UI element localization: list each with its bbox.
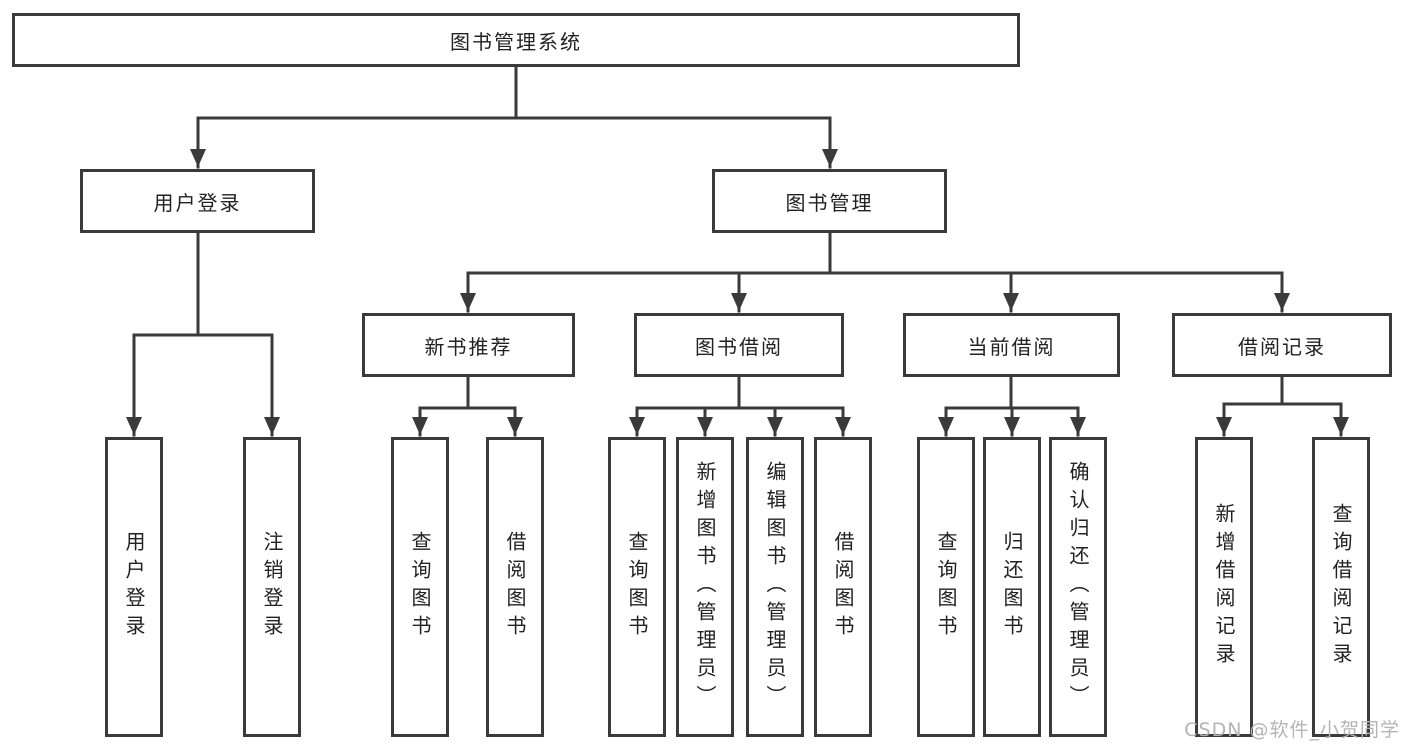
leaf-add-borrow-record-label: 新增借阅记录 bbox=[1212, 503, 1236, 671]
node-root-label: 图书管理系统 bbox=[450, 29, 582, 54]
leaf-borrow-books-recommend: 借阅图书 bbox=[486, 437, 544, 737]
csdn-watermark: CSDN @软件_小贺同学 bbox=[1184, 719, 1400, 741]
node-user-login: 用户登录 bbox=[80, 169, 315, 233]
node-borrowing-records-label: 借阅记录 bbox=[1238, 334, 1326, 359]
leaf-query-books-recommend-label: 查询图书 bbox=[408, 531, 432, 643]
node-new-book-recommendation-label: 新书推荐 bbox=[424, 334, 513, 359]
leaf-confirm-return-admin: 确认归还（管理员） bbox=[1049, 437, 1107, 737]
node-current-borrowing: 当前借阅 bbox=[903, 313, 1120, 377]
leaf-borrow-books-borrowing: 借阅图书 bbox=[814, 437, 872, 737]
leaf-add-borrow-record: 新增借阅记录 bbox=[1195, 437, 1253, 737]
leaf-query-borrow-record-label: 查询借阅记录 bbox=[1329, 503, 1353, 671]
node-book-management: 图书管理 bbox=[712, 169, 947, 233]
leaf-return-book: 归还图书 bbox=[983, 437, 1041, 737]
leaf-return-book-label: 归还图书 bbox=[1000, 531, 1024, 643]
node-user-login-label: 用户登录 bbox=[153, 190, 242, 215]
leaf-borrow-books-borrowing-label: 借阅图书 bbox=[831, 531, 855, 643]
leaf-edit-book-admin-label: 编辑图书（管理员） bbox=[763, 461, 787, 713]
leaf-query-books-recommend: 查询图书 bbox=[391, 437, 449, 737]
node-borrowing-records: 借阅记录 bbox=[1172, 313, 1392, 377]
leaf-query-books-current-label: 查询图书 bbox=[934, 531, 958, 643]
node-root: 图书管理系统 bbox=[12, 13, 1020, 67]
node-book-management-label: 图书管理 bbox=[785, 190, 874, 215]
leaf-add-book-admin: 新增图书（管理员） bbox=[676, 437, 734, 737]
leaf-query-books-borrowing-label: 查询图书 bbox=[625, 531, 649, 643]
leaf-user-login-label: 用户登录 bbox=[122, 531, 146, 643]
leaf-borrow-books-recommend-label: 借阅图书 bbox=[503, 531, 527, 643]
leaf-logout: 注销登录 bbox=[243, 437, 301, 737]
leaf-user-login: 用户登录 bbox=[105, 437, 163, 737]
leaf-confirm-return-admin-label: 确认归还（管理员） bbox=[1066, 461, 1090, 713]
leaf-query-borrow-record: 查询借阅记录 bbox=[1312, 437, 1370, 737]
node-book-borrowing-label: 图书借阅 bbox=[695, 334, 783, 359]
leaf-query-books-borrowing: 查询图书 bbox=[608, 437, 666, 737]
node-new-book-recommendation: 新书推荐 bbox=[362, 313, 575, 377]
node-current-borrowing-label: 当前借阅 bbox=[967, 334, 1056, 359]
leaf-logout-label: 注销登录 bbox=[260, 531, 284, 643]
leaf-query-books-current: 查询图书 bbox=[917, 437, 975, 737]
leaf-edit-book-admin: 编辑图书（管理员） bbox=[746, 437, 804, 737]
leaf-add-book-admin-label: 新增图书（管理员） bbox=[693, 461, 717, 713]
node-book-borrowing: 图书借阅 bbox=[634, 313, 844, 377]
